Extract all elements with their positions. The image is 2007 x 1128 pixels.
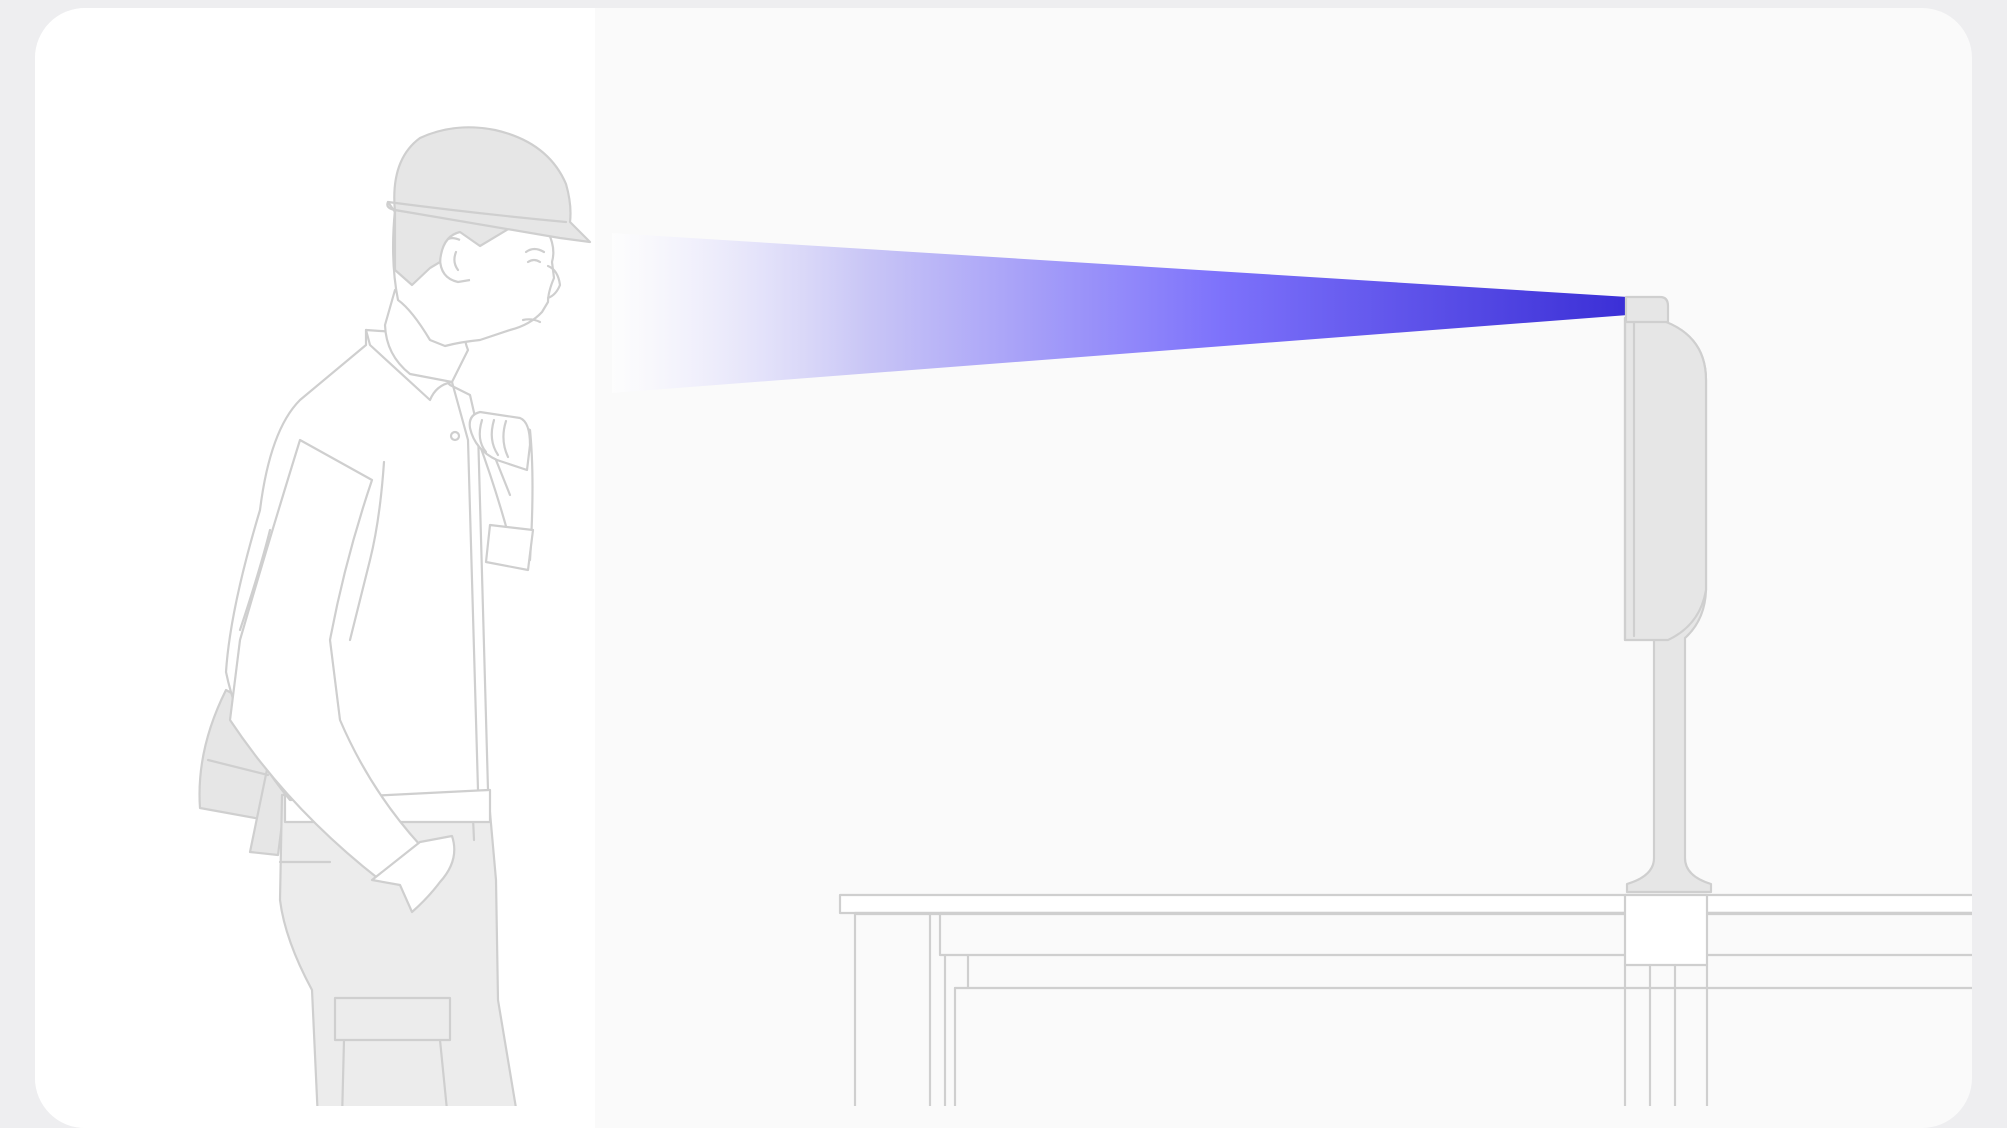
worker-figure <box>200 127 590 1106</box>
scan-beam <box>612 233 1628 393</box>
table-frame <box>840 895 1980 1106</box>
scanner-device <box>1625 297 1711 1106</box>
